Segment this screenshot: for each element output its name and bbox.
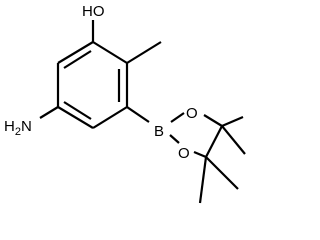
amine-subscript: 2 [15,126,21,138]
chemical-structure: HO H2N B O O [4,3,246,204]
bond-methyl-upper-2 [221,125,246,155]
ring-bond-c4-c5 [57,106,94,129]
bond-methyl-lower-2 [198,156,208,204]
bond-ring-boron [126,106,150,123]
hydroxyl-label: HO [82,3,105,20]
bond-amine [39,106,59,119]
amine-nitrogen: N [21,118,32,135]
bond-methyl [126,41,162,64]
benzene-ring [56,41,129,129]
amine-hydrogen: H [4,118,15,135]
bond-boron-oxygen-lower [169,134,180,144]
oxygen-lower-label: O [178,145,190,162]
methyl-groups [198,115,246,204]
bond-methyl-upper-1 [221,115,244,128]
bond-quaternary-carbons [205,125,223,158]
ring-bond-c3-c4 [92,106,128,129]
ring-bond-c1-c2 [92,41,128,64]
oxygen-upper-label: O [186,105,198,122]
ring-bond-c6-c1 [57,41,94,64]
bond-boron-oxygen-upper [170,112,185,123]
bond-oxygen-lower-carbon [193,150,207,159]
bond-methyl-lower-1 [205,156,239,190]
ring-bond-c6-c1-inner [63,50,92,69]
boron-label: B [154,123,164,140]
amine-label: H2N [4,118,32,138]
ring-bond-c4-c5-inner [63,101,92,120]
dioxaborolane-ring [169,112,223,159]
bond-oxygen-upper-carbon [203,114,223,127]
